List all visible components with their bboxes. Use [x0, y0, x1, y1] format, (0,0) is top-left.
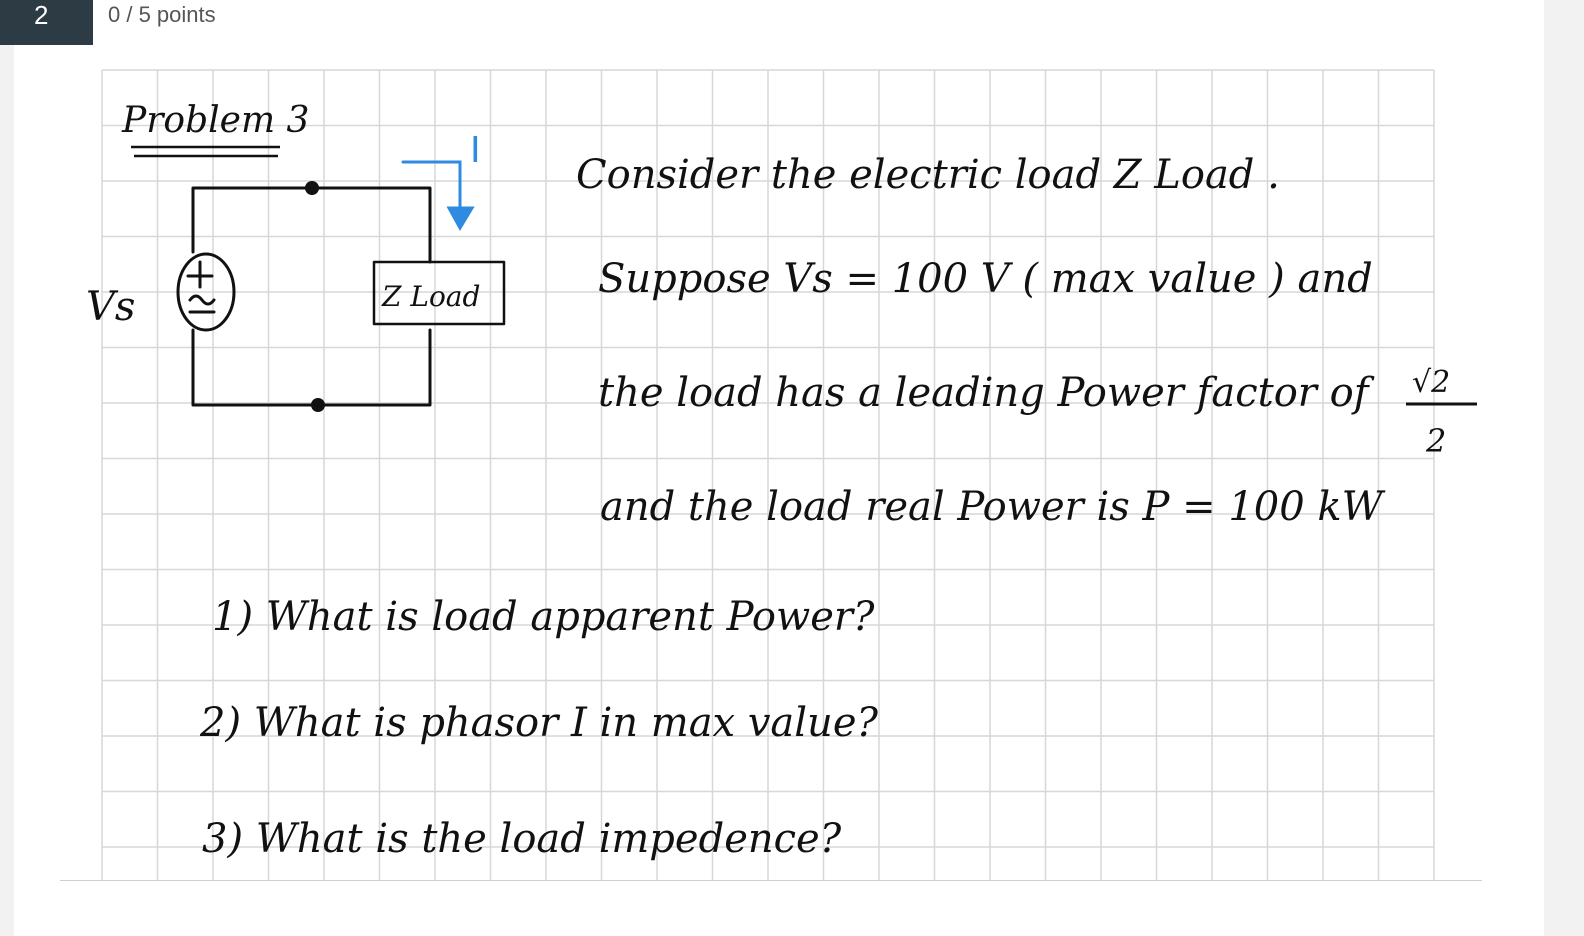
bottom-node — [311, 398, 325, 412]
divider — [60, 880, 1482, 881]
question-1: 1) What is load apparent Power? — [212, 594, 875, 640]
question-2: 2) What is phasor I in max value? — [199, 700, 878, 746]
statement-line-3: the load has a leading Power factor of — [598, 370, 1375, 416]
top-wire — [191, 186, 432, 264]
statement-line-1: Consider the electric load Z Load . — [576, 152, 1280, 198]
load-box — [372, 260, 506, 326]
question-number-badge: 2 — [0, 0, 93, 45]
pf-numerator: √2 — [1412, 365, 1450, 400]
statement-line-4: and the load real Power is P = 100 kW — [600, 484, 1386, 530]
top-node — [305, 181, 319, 195]
source-label: Vs — [86, 284, 135, 330]
current-label: I — [470, 130, 481, 171]
current-arrow — [401, 160, 475, 232]
bottom-wire — [191, 328, 432, 407]
pf-denominator: 2 — [1425, 422, 1446, 460]
problem-heading: Problem 3 — [121, 100, 309, 141]
statement-line-2: Suppose Vs = 100 V ( max value ) and — [598, 256, 1373, 302]
voltage-source-symbol — [176, 252, 236, 332]
question-3: 3) What is the load impedence? — [202, 816, 842, 862]
grid-paper — [101, 69, 1435, 880]
load-label: Z Load — [381, 280, 480, 313]
source-wave — [188, 294, 216, 306]
points-label: 0 / 5 points — [108, 2, 216, 27]
